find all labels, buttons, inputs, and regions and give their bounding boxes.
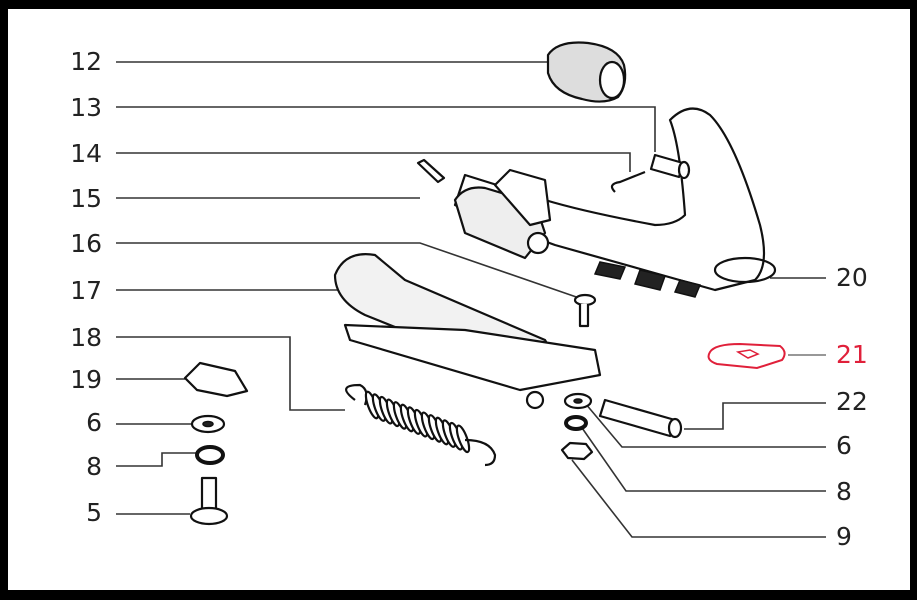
part-label-19: 19 (70, 365, 102, 394)
part-18-spring (345, 383, 497, 467)
part-14-cotter (610, 170, 646, 193)
part-label-6: 6 (86, 408, 102, 437)
part-label-18: 18 (70, 323, 102, 352)
part-label-8: 8 (86, 452, 102, 481)
part-label-12: 12 (70, 47, 102, 76)
part-12-rubber (546, 41, 627, 103)
leader-6-right (584, 402, 826, 448)
part-6-washer-right (563, 392, 593, 410)
part-label-16: 16 (70, 229, 102, 258)
part-label-22: 22 (836, 387, 868, 416)
part-8-lockwasher-right (564, 415, 588, 431)
leader-18 (116, 336, 345, 411)
part-6-washer-left (190, 414, 226, 434)
part-label-17: 17 (70, 276, 102, 305)
part-label-20: 20 (836, 263, 868, 292)
leader-9 (571, 459, 826, 538)
leader-16 (116, 242, 586, 301)
spring-coil (455, 424, 471, 454)
left-part-labels: 12 13 14 15 16 17 18 19 6 8 5 (70, 47, 102, 527)
part-label-13: 13 (70, 93, 102, 122)
right-part-labels: 20 21 22 6 8 9 (836, 263, 868, 551)
leader-8-right (579, 424, 826, 492)
part-15-pin (416, 158, 446, 184)
part-label-14: 14 (70, 139, 102, 168)
leader-lines (116, 61, 826, 538)
part-label-6: 6 (836, 431, 852, 460)
leader-8-left (116, 452, 198, 467)
part-5-bolt (189, 476, 229, 526)
part-label-15: 15 (70, 184, 102, 213)
part-9-nut (560, 441, 594, 461)
part-8-lockwasher-left (195, 445, 225, 465)
parts-diagram: 12 13 14 15 16 17 18 19 6 8 5 20 21 22 6 8 9 (8, 9, 910, 590)
part-label-21: 21 (836, 340, 868, 369)
leader-13 (116, 106, 656, 152)
part-17-bracket (333, 253, 602, 410)
leader-14 (116, 152, 631, 172)
part-22-pin (598, 398, 683, 439)
exploded-view: 12 13 14 15 16 17 18 19 6 8 5 20 21 22 6 8 9 (70, 41, 868, 551)
part-16-bolt (573, 293, 597, 328)
part-13-pin (649, 153, 691, 180)
leader-22 (684, 402, 826, 430)
part-label-8: 8 (836, 477, 852, 506)
part-label-9: 9 (836, 522, 852, 551)
part-label-5: 5 (86, 498, 102, 527)
part-20-stand (453, 107, 777, 298)
part-21-plate-highlighted (707, 342, 786, 370)
part-19-clip (183, 361, 249, 398)
